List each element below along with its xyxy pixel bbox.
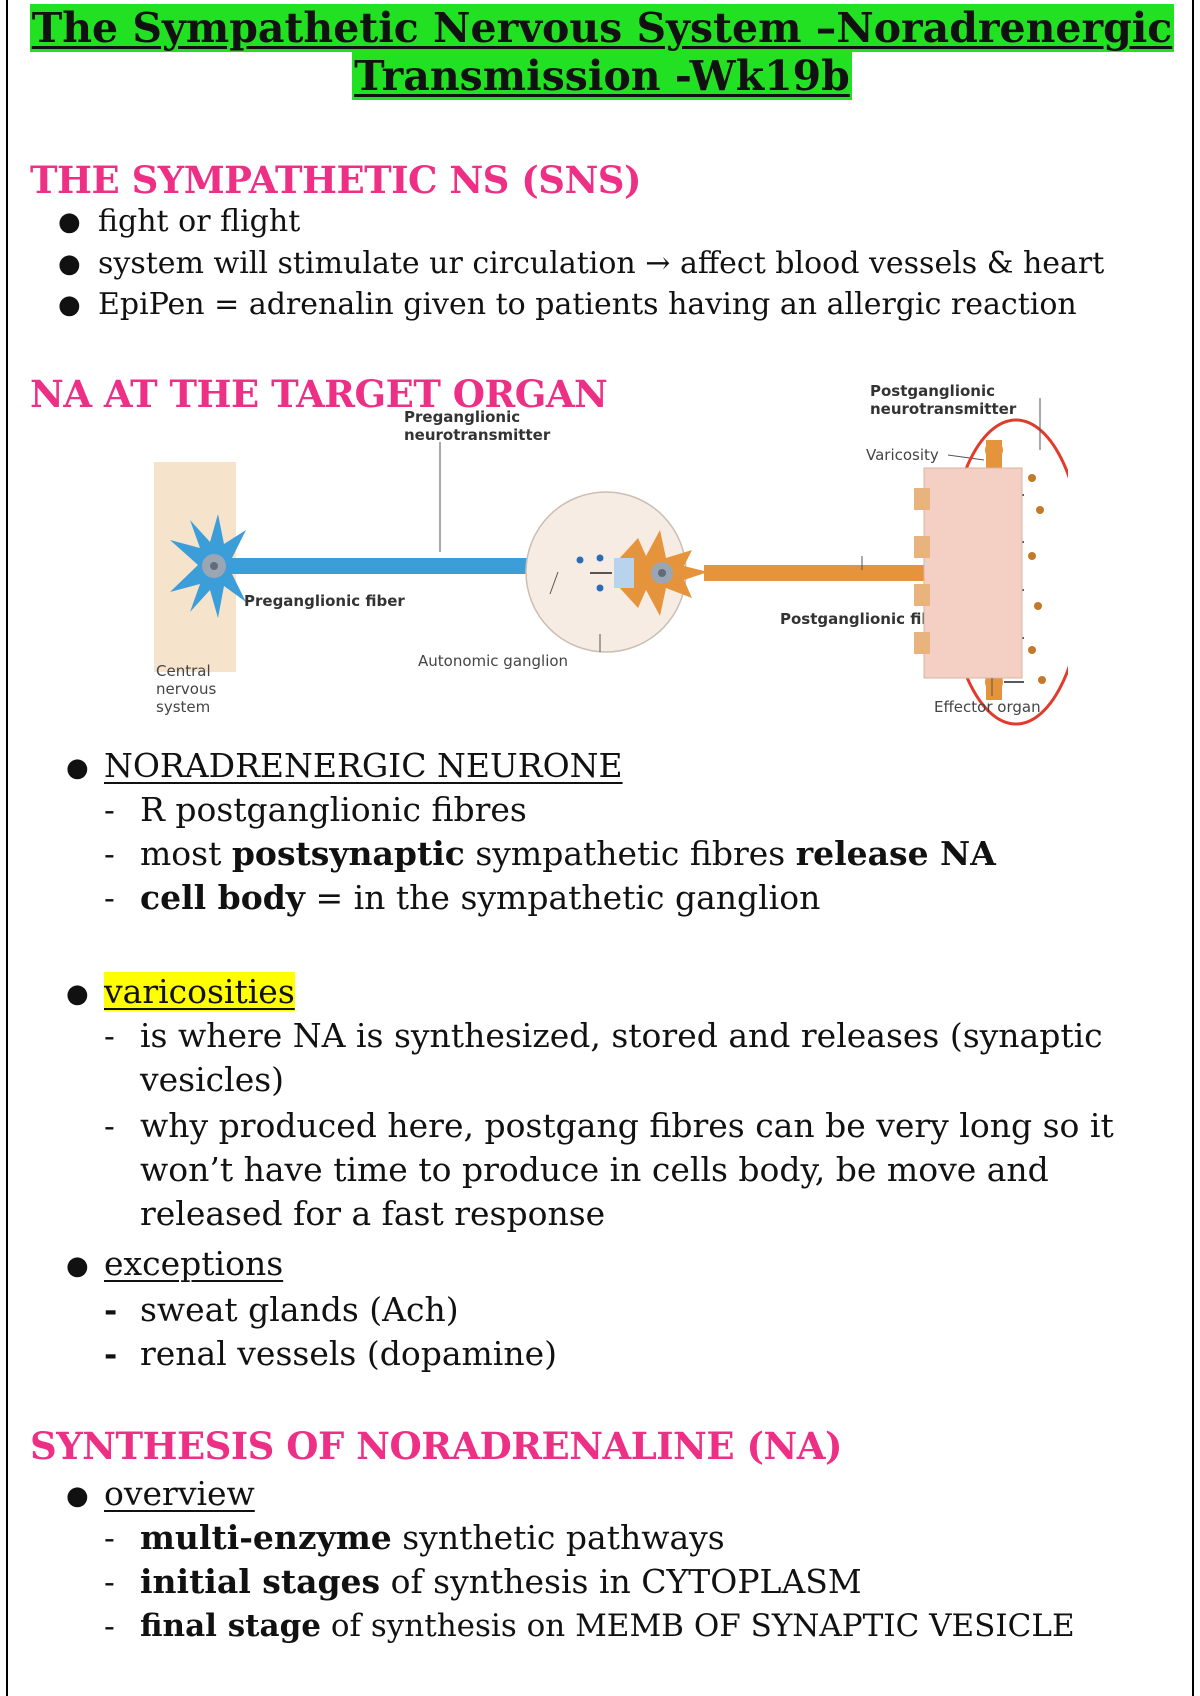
bullet-icon: ● <box>58 249 81 279</box>
post-nt-label-1: Postganglionic <box>870 382 995 400</box>
bullet-icon: ● <box>58 290 81 320</box>
document-page: The Sympathetic Nervous System –Noradren… <box>6 0 1194 1696</box>
exceptions-heading: exceptions <box>104 1244 283 1284</box>
text-segment: sympathetic fibres <box>464 834 796 873</box>
list-item: R postganglionic fibres <box>140 790 527 829</box>
dash-icon: - <box>104 1519 115 1557</box>
bold-term: postsynaptic <box>231 834 465 873</box>
list-item-line: won’t have time to produce in cells body… <box>140 1150 1049 1189</box>
page-title: The Sympathetic Nervous System –Noradren… <box>28 4 1176 100</box>
section-heading-target-organ: NA AT THE TARGET ORGAN <box>30 372 608 416</box>
bullet-icon: ● <box>66 979 89 1009</box>
dash-icon: - <box>104 1335 118 1373</box>
bold-term: initial stages <box>140 1562 381 1601</box>
effector-organ-label: Effector organ <box>934 698 1041 716</box>
cns-label-1: Central <box>156 662 211 680</box>
list-item: cell body = in the sympathetic ganglion <box>140 878 820 918</box>
dash-icon: - <box>104 1107 115 1145</box>
section-heading-synthesis: SYNTHESIS OF NORADRENALINE (NA) <box>30 1424 843 1468</box>
pre-nt-label-2: neurotransmitter <box>404 426 551 444</box>
bold-term: final stage <box>140 1608 321 1644</box>
exceptions-heading-text: exceptions <box>104 1244 284 1283</box>
bullet-icon: ● <box>66 1251 89 1281</box>
noradrenergic-heading: NORADRENERGIC NEURONE <box>104 746 623 786</box>
noradrenergic-heading-text: NORADRENERGIC NEURONE <box>104 746 623 785</box>
varicosity-label: Varicosity <box>866 446 939 464</box>
pre-fiber-label: Preganglionic fiber <box>244 592 405 610</box>
list-item: multi-enzyme synthetic pathways <box>140 1518 725 1558</box>
text-segment: = in the sympathetic ganglion <box>304 878 821 917</box>
list-item: sweat glands (Ach) <box>140 1290 459 1329</box>
preganglionic-axon <box>216 558 566 574</box>
list-item: renal vessels (dopamine) <box>140 1334 557 1373</box>
list-item: fight or flight <box>98 204 301 239</box>
title-line-2: Transmission -Wk19b <box>352 52 852 100</box>
post-nt-label-2: neurotransmitter <box>870 400 1017 418</box>
varicosities-heading: varicosities <box>104 972 295 1012</box>
list-item: final stage of synthesis on MEMB OF SYNA… <box>140 1606 1075 1646</box>
text-segment: synthetic pathways <box>391 1518 725 1557</box>
ganglion-label: Autonomic ganglion <box>418 652 568 670</box>
list-item: initial stages of synthesis in CYTOPLASM <box>140 1562 862 1602</box>
dash-icon: - <box>104 1563 115 1601</box>
varicosities-heading-text: varicosities <box>104 972 295 1011</box>
dash-icon: - <box>104 1607 115 1645</box>
dash-icon: - <box>104 879 115 917</box>
list-item-line: why produced here, postgang fibres can b… <box>140 1106 1114 1145</box>
postganglionic-axon <box>704 565 994 581</box>
dash-icon: - <box>104 835 115 873</box>
pre-nt-label-1: Preganglionic <box>404 408 520 426</box>
text-segment: of synthesis in CYTOPLASM <box>380 1562 862 1601</box>
list-item-line: released for a fast response <box>140 1194 606 1233</box>
cns-label-2: nervous <box>156 680 216 698</box>
dash-icon: - <box>104 1017 115 1055</box>
post-fiber-label: Postganglionic fiber <box>780 610 950 628</box>
bold-term: multi-enzyme <box>140 1518 392 1557</box>
list-item-line: is where NA is synthesized, stored and r… <box>140 1016 1103 1055</box>
bullet-icon: ● <box>66 753 89 783</box>
effector-organ-block <box>923 467 1023 679</box>
text-segment: of synthesis on MEMB OF SYNAPTIC VESICLE <box>321 1608 1075 1644</box>
bullet-icon: ● <box>58 207 81 237</box>
cns-label-3: system <box>156 698 210 716</box>
title-line-1: The Sympathetic Nervous System –Noradren… <box>29 4 1175 52</box>
overview-heading: overview <box>104 1474 255 1514</box>
bullet-icon: ● <box>66 1481 89 1511</box>
bold-term: cell body <box>140 878 305 917</box>
list-item: EpiPen = adrenalin given to patients hav… <box>98 287 1077 322</box>
overview-heading-text: overview <box>104 1474 255 1513</box>
list-item-line: vesicles) <box>140 1060 285 1099</box>
section-heading-sns: THE SYMPATHETIC NS (SNS) <box>30 158 642 202</box>
dash-icon: - <box>104 791 115 829</box>
list-item: most postsynaptic sympathetic fibres rel… <box>140 834 996 874</box>
list-item: system will stimulate ur circulation → a… <box>98 246 1105 281</box>
dash-icon: - <box>104 1291 118 1329</box>
sympathetic-pathway-diagram: Preganglionic neurotransmitter Postgangl… <box>154 382 1068 726</box>
text-segment: most <box>140 834 232 873</box>
bold-term: release NA <box>795 834 996 873</box>
effector-organ-diagram: Effector organ <box>914 467 1041 716</box>
